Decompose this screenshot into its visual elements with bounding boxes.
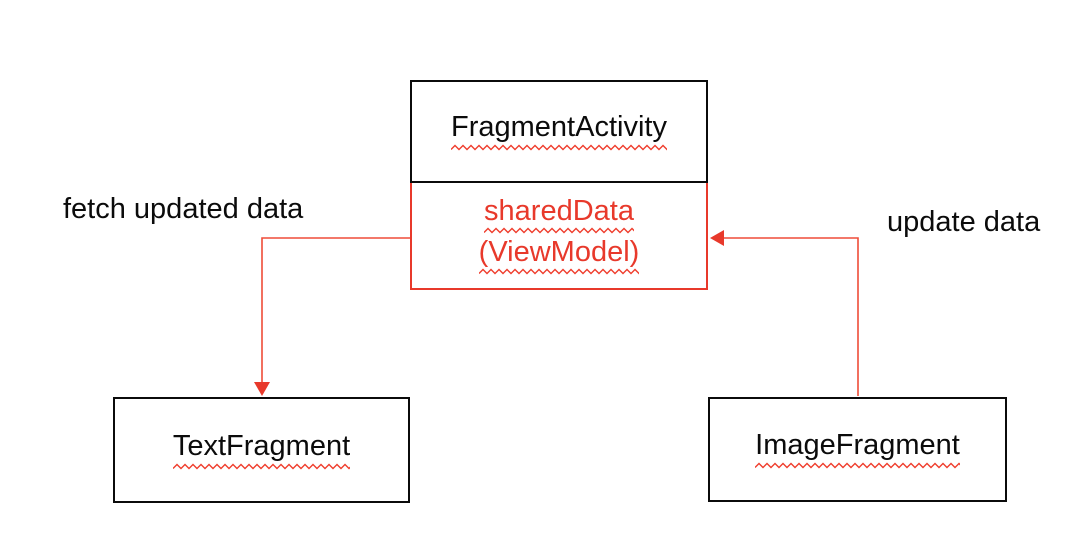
spellcheck-squiggle-icon <box>484 227 634 233</box>
node-image-fragment-label: ImageFragment <box>755 429 960 461</box>
spellcheck-squiggle-icon <box>451 144 667 151</box>
node-fragment-activity: FragmentActivity <box>410 80 708 183</box>
node-text-fragment-label: TextFragment <box>172 429 351 462</box>
node-shared-data-label: sharedData <box>484 194 634 227</box>
fetch-arrow <box>254 237 410 396</box>
update-data-label: update data <box>887 206 1041 238</box>
update-arrow-line <box>723 237 859 396</box>
node-shared-data-viewmodel: sharedData (ViewModel) <box>410 183 708 290</box>
node-text-fragment: TextFragment <box>113 397 410 503</box>
node-image-fragment: ImageFragment <box>708 397 1007 502</box>
spellcheck-squiggle-icon <box>172 463 351 469</box>
spellcheck-squiggle-icon <box>755 462 960 469</box>
spellcheck-squiggle-icon <box>478 268 640 274</box>
node-viewmodel-label: (ViewModel) <box>478 235 640 268</box>
fetch-updated-data-label: fetch updated data <box>63 193 304 225</box>
node-fragment-activity-label: FragmentActivity <box>451 111 667 143</box>
fetch-arrow-line <box>261 237 410 383</box>
fetch-arrowhead-down-icon <box>254 382 270 396</box>
update-arrowhead-left-icon <box>710 230 724 246</box>
update-arrow <box>710 230 859 396</box>
